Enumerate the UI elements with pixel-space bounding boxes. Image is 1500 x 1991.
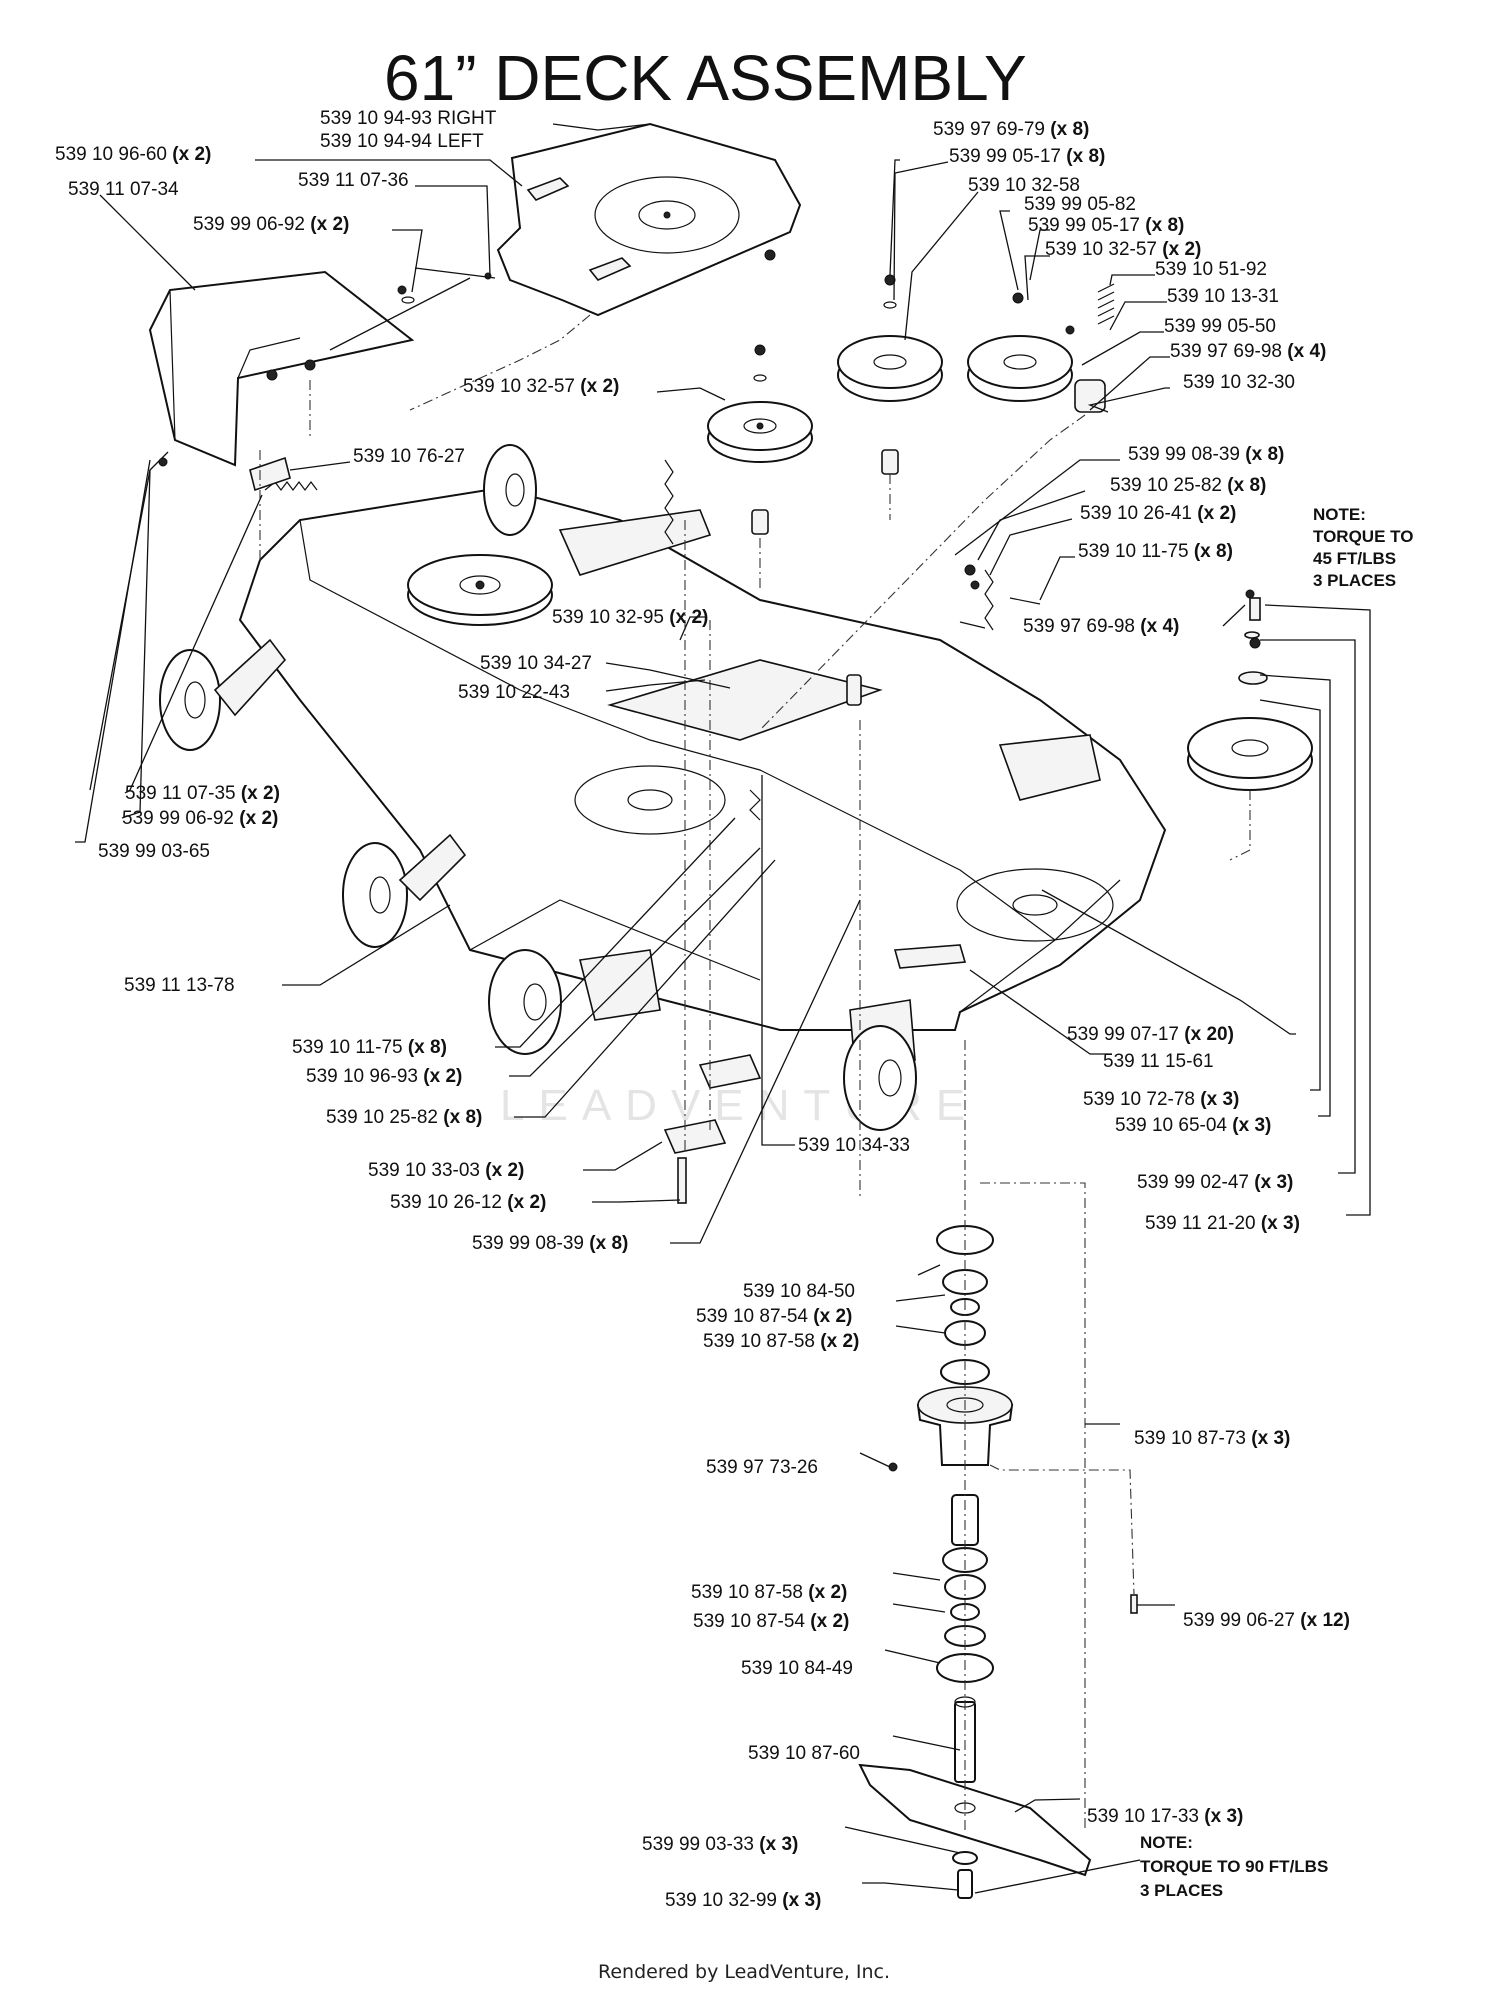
discharge-chute — [89, 270, 492, 791]
callout-539-10-87-58-a: 539 10 87-58 (x 2) — [703, 1331, 859, 1352]
mower-deck — [238, 486, 1167, 1069]
callout-539-10-34-33: 539 10 34-33 — [798, 1135, 910, 1156]
note-1-line-3: 45 FT/LBS — [1313, 549, 1396, 568]
callout-539-10-87-73: 539 10 87-73 (x 3) — [1134, 1428, 1290, 1449]
callout-539-97-69-79: 539 97 69-79 (x 8) — [933, 119, 1089, 140]
callout-539-10-87-58-b: 539 10 87-58 (x 2) — [691, 1582, 847, 1603]
alignment-lines — [259, 314, 1251, 1830]
callout-539-10-65-04: 539 10 65-04 (x 3) — [1115, 1115, 1271, 1136]
spindle-pulley-right — [1187, 597, 1313, 791]
anti-scalp-wheel-front-left — [488, 949, 562, 1055]
callout-539-99-05-17-b: 539 99 05-17 (x 8) — [1028, 215, 1184, 236]
callout-539-10-22-43: 539 10 22-43 — [458, 682, 570, 703]
callout-539-10-32-57-left: 539 10 32-57 (x 2) — [463, 376, 619, 397]
anti-scalp-wheel-left — [342, 833, 467, 948]
note-2-line-1: NOTE: — [1140, 1833, 1193, 1852]
deck-assembly-drawing — [75, 122, 1371, 1899]
callout-539-10-17-33: 539 10 17-33 (x 3) — [1087, 1806, 1243, 1827]
callout-539-10-26-41: 539 10 26-41 (x 2) — [1080, 503, 1236, 524]
loose-fasteners — [401, 249, 1260, 1614]
callout-539-99-06-27: 539 99 06-27 (x 12) — [1183, 1610, 1350, 1631]
part-callouts: 539 10 94-93 RIGHT 539 10 94-94 LEFT 539… — [55, 108, 1350, 1911]
callout-539-10-51-92: 539 10 51-92 — [1155, 259, 1267, 280]
torque-note-spindle-nut: NOTE: TORQUE TO 45 FT/LBS 3 PLACES — [1313, 505, 1413, 590]
note-1-line-1: NOTE: — [1313, 505, 1366, 524]
note-2-line-2: TORQUE TO 90 FT/LBS — [1140, 1857, 1328, 1876]
callout-539-10-87-60: 539 10 87-60 — [748, 1743, 860, 1764]
cutting-blade — [858, 1763, 1092, 1899]
callout-539-10-84-50: 539 10 84-50 — [743, 1281, 855, 1302]
callout-539-11-13-78: 539 11 13-78 — [124, 975, 235, 996]
callout-539-10-32-57-right: 539 10 32-57 (x 2) — [1045, 239, 1201, 260]
callout-539-10-11-75-b: 539 10 11-75 (x 8) — [292, 1037, 447, 1058]
chute-spring — [249, 456, 318, 492]
callout-539-11-21-20: 539 11 21-20 (x 3) — [1145, 1213, 1300, 1234]
callout-539-10-32-99: 539 10 32-99 (x 3) — [665, 1890, 821, 1911]
torque-note-blade-bolt: NOTE: TORQUE TO 90 FT/LBS 3 PLACES — [1140, 1833, 1328, 1900]
diagram-title: 61” DECK ASSEMBLY — [384, 42, 1027, 114]
footer-credit: Rendered by LeadVenture, Inc. — [598, 1961, 890, 1983]
idler-pulley-right — [967, 283, 1115, 413]
callout-539-99-05-82: 539 99 05-82 — [1024, 194, 1136, 215]
callout-539-10-26-12: 539 10 26-12 (x 2) — [390, 1192, 546, 1213]
callout-539-10-72-78: 539 10 72-78 (x 3) — [1083, 1089, 1239, 1110]
callout-539-99-03-65: 539 99 03-65 — [98, 841, 210, 862]
callout-539-10-87-54-b: 539 10 87-54 (x 2) — [693, 1611, 849, 1632]
callout-539-10-94-94: 539 10 94-94 LEFT — [320, 131, 484, 152]
callout-539-11-07-36: 539 11 07-36 — [298, 170, 409, 191]
callout-539-99-03-33: 539 99 03-33 (x 3) — [642, 1834, 798, 1855]
deck-hanger-chain — [664, 459, 1041, 821]
callout-539-10-96-60: 539 10 96-60 (x 2) — [55, 144, 211, 165]
callout-539-10-87-54-a: 539 10 87-54 (x 2) — [696, 1306, 852, 1327]
callout-539-10-25-82-a: 539 10 25-82 (x 8) — [1110, 475, 1266, 496]
callout-539-99-06-92-b: 539 99 06-92 (x 2) — [122, 808, 278, 829]
callout-539-10-94-93: 539 10 94-93 RIGHT — [320, 108, 497, 129]
callout-539-97-69-98-a: 539 97 69-98 (x 4) — [1170, 341, 1326, 362]
callout-539-99-02-47: 539 99 02-47 (x 3) — [1137, 1172, 1293, 1193]
note-1-line-2: TORQUE TO — [1313, 527, 1413, 546]
callout-539-11-15-61: 539 11 15-61 — [1103, 1051, 1214, 1072]
callout-539-99-07-17: 539 99 07-17 (x 20) — [1067, 1024, 1234, 1045]
idler-pulley-left — [707, 344, 813, 535]
callout-539-10-32-58: 539 10 32-58 — [968, 175, 1080, 196]
callout-539-99-08-39-b: 539 99 08-39 (x 8) — [472, 1233, 628, 1254]
callout-539-97-69-98-b: 539 97 69-98 (x 4) — [1023, 616, 1179, 637]
callout-539-10-32-30: 539 10 32-30 — [1183, 372, 1295, 393]
callout-539-99-05-50: 539 99 05-50 — [1164, 316, 1276, 337]
idler-pulley-center — [837, 274, 943, 475]
callout-539-99-08-39-a: 539 99 08-39 (x 8) — [1128, 444, 1284, 465]
note-2-line-3: 3 PLACES — [1140, 1881, 1223, 1900]
callout-539-10-33-03: 539 10 33-03 (x 2) — [368, 1160, 524, 1181]
note-1-line-4: 3 PLACES — [1313, 571, 1396, 590]
callout-539-10-25-82-b: 539 10 25-82 (x 8) — [326, 1107, 482, 1128]
callout-539-10-13-31: 539 10 13-31 — [1167, 286, 1279, 307]
callout-539-99-06-92: 539 99 06-92 (x 2) — [193, 214, 349, 235]
anti-scalp-wheel-right — [483, 444, 537, 536]
callout-539-11-07-35: 539 11 07-35 (x 2) — [125, 783, 280, 804]
callout-539-10-11-75-a: 539 10 11-75 (x 8) — [1078, 541, 1233, 562]
callout-539-10-32-95: 539 10 32-95 (x 2) — [552, 607, 708, 628]
leader-lines — [75, 123, 1371, 1894]
belt-cover — [496, 122, 802, 317]
anti-scalp-wheel-front-right — [843, 1025, 917, 1131]
callout-539-99-05-17-a: 539 99 05-17 (x 8) — [949, 146, 1105, 167]
center-pulley — [407, 554, 553, 626]
callout-539-10-84-49: 539 10 84-49 — [741, 1658, 853, 1679]
callout-539-10-34-27: 539 10 34-27 — [480, 653, 592, 674]
callout-539-10-76-27: 539 10 76-27 — [353, 446, 465, 467]
callout-539-97-73-26: 539 97 73-26 — [706, 1457, 818, 1478]
callout-539-11-07-34: 539 11 07-34 — [68, 179, 179, 200]
anti-scalp-wheel-rear — [159, 638, 287, 751]
callout-539-10-96-93: 539 10 96-93 (x 2) — [306, 1066, 462, 1087]
